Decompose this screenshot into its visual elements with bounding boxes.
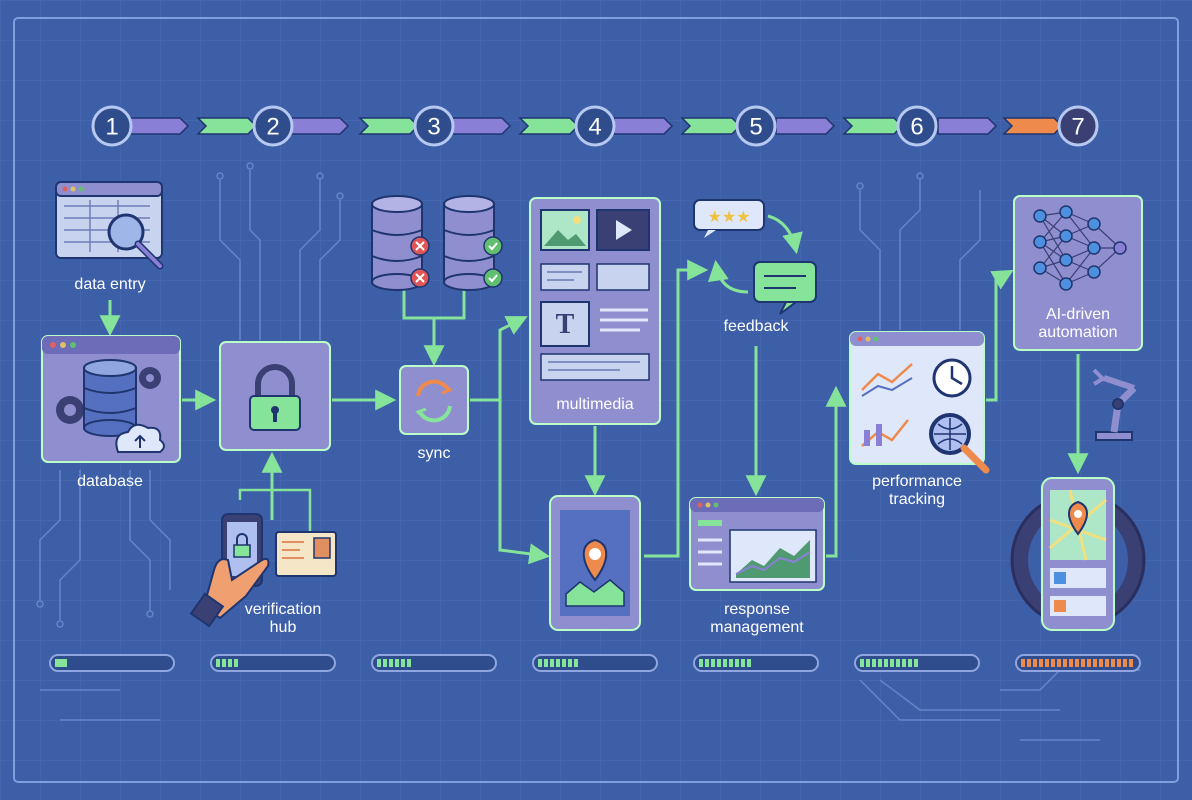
progress-bars	[49, 654, 1141, 672]
performance-label-line2: tracking	[889, 491, 945, 508]
lock-icon	[249, 364, 301, 431]
step-7-number: 7	[1071, 114, 1084, 141]
progress-bar-3	[371, 654, 497, 672]
step-4-number: 4	[588, 114, 601, 141]
performance-tracking-node: performance tracking	[849, 331, 990, 508]
robot-arm-icon	[1092, 368, 1137, 441]
star-rating-icon: ★★★	[693, 199, 765, 238]
database-stack-icon	[83, 359, 137, 437]
step-6-badge: 6	[896, 105, 938, 147]
step-1-number: 1	[105, 114, 118, 141]
feedback-node: ★★★ feedback	[693, 199, 817, 335]
mail-card-icon	[275, 531, 337, 577]
verification-hub-node: verification hub	[189, 513, 337, 636]
step-6-number: 6	[910, 114, 923, 141]
step-timeline: 1 2 3 4 5 6 7	[91, 105, 1099, 147]
sync-node: sync	[399, 365, 469, 462]
database-node: database	[41, 335, 181, 490]
hand-icon	[189, 557, 270, 628]
database-label: database	[77, 473, 143, 490]
multimedia-label: multimedia	[556, 396, 633, 413]
progress-bar-1	[49, 654, 175, 672]
step-5-number: 5	[749, 114, 762, 141]
magnifier-icon	[107, 213, 145, 251]
arrow-performance-ai	[986, 269, 1014, 402]
chat-bubble-icon	[753, 261, 817, 315]
arrow-map-feedback	[644, 259, 709, 558]
multimedia-node: T multimedia	[529, 197, 661, 425]
progress-bar-7	[1015, 654, 1141, 672]
frame-border	[13, 17, 1179, 783]
arrow-sync-multimedia	[470, 316, 528, 402]
svg-text:T: T	[556, 309, 575, 340]
step-3-badge: 3	[413, 105, 455, 147]
data-entry-node: data entry	[55, 181, 164, 293]
step-2-badge: 2	[252, 105, 294, 147]
progress-bar-4	[532, 654, 658, 672]
spreadsheet-icon	[55, 181, 164, 270]
arrow-sync-map	[498, 400, 551, 565]
progress-bar-6	[854, 654, 980, 672]
response-label-line2: management	[710, 619, 804, 636]
verification-label-line2: hub	[270, 619, 297, 636]
timeline-connectors	[129, 117, 1064, 135]
ai-label-line2: automation	[1038, 324, 1117, 341]
step-7-badge: 7	[1057, 105, 1099, 147]
step-3-number: 3	[427, 114, 440, 141]
trend-chart-icon	[861, 363, 913, 391]
progress-bar-2	[210, 654, 336, 672]
flow-arrows	[99, 259, 1089, 565]
step-4-badge: 4	[574, 105, 616, 147]
neural-network-icon	[1033, 205, 1127, 291]
sync-icon	[415, 379, 453, 423]
response-management-node: response management	[689, 497, 825, 636]
database-ok-icon	[443, 195, 503, 291]
data-entry-label: data entry	[74, 276, 145, 293]
ai-label-line1: AI-driven	[1046, 306, 1110, 323]
gear-icon	[56, 367, 161, 424]
sync-label: sync	[418, 445, 451, 462]
text-icon	[540, 301, 590, 347]
arrow-response-performance	[825, 385, 847, 558]
database-compare-node	[371, 195, 503, 291]
ai-automation-node: AI-driven automation	[1013, 195, 1143, 351]
step-1-badge: 1	[91, 105, 133, 147]
response-label-line1: response	[724, 601, 790, 618]
map-tablet-node	[549, 495, 641, 631]
mobile-map-node	[1010, 477, 1146, 631]
secure-lock-node	[219, 341, 331, 451]
verification-label-line1: verification	[245, 601, 321, 618]
cloud-upload-icon	[115, 423, 165, 453]
feedback-label: feedback	[724, 318, 790, 335]
performance-label-line1: performance	[872, 473, 962, 490]
step-2-number: 2	[266, 114, 279, 141]
circuit-traces	[36, 162, 1140, 741]
step-5-badge: 5	[735, 105, 777, 147]
progress-bar-5	[693, 654, 819, 672]
database-error-icon	[371, 195, 430, 291]
svg-text:★★★: ★★★	[707, 207, 750, 226]
